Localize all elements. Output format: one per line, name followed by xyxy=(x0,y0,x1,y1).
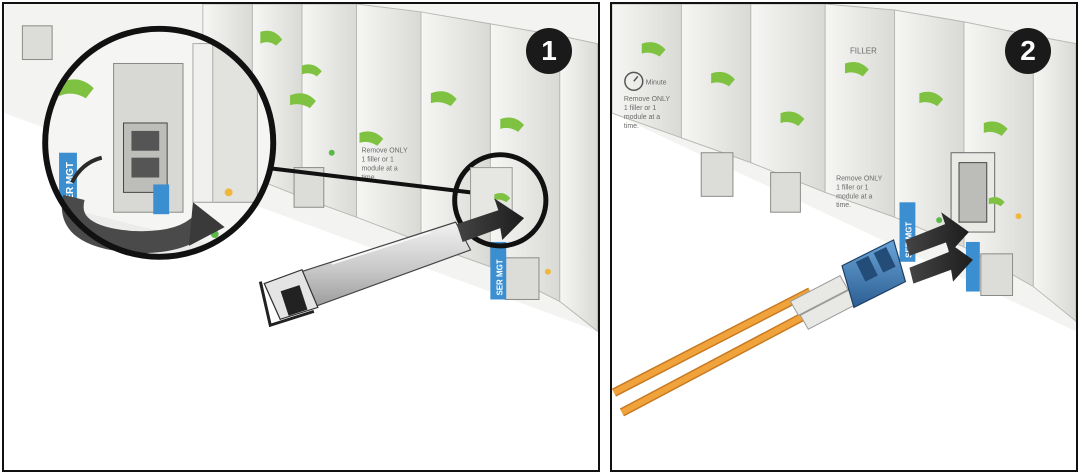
svg-text:Minute: Minute xyxy=(646,79,667,86)
step-2-illustration: Minute Remove ONLY 1 filler or 1 module … xyxy=(612,4,1076,417)
step-1-panel: Remove ONLY 1 filler or 1 module at a ti… xyxy=(2,2,600,472)
lc-fiber-connector-icon xyxy=(841,239,907,309)
step-number-badge: 1 xyxy=(526,28,572,74)
timer-icon: Minute xyxy=(624,71,667,92)
ser-mgt-label-right: SER MGT xyxy=(490,241,507,300)
step-1-illustration: Remove ONLY 1 filler or 1 module at a ti… xyxy=(4,4,598,333)
fiber-cable xyxy=(612,275,859,417)
notice-line: time. xyxy=(836,202,851,209)
notice-line: 1 filler or 1 xyxy=(361,157,394,164)
filler-label: FILLER xyxy=(850,47,877,56)
step-number-badge: 2 xyxy=(1005,28,1051,74)
notice-line: module at a xyxy=(361,166,397,173)
notice-line: time. xyxy=(624,123,639,130)
notice-line: time. xyxy=(361,174,376,181)
notice-line: Remove ONLY xyxy=(361,148,408,155)
insertion-arrow-icon xyxy=(905,212,973,284)
step-2-panel: Minute Remove ONLY 1 filler or 1 module … xyxy=(610,2,1078,472)
notice-line: module at a xyxy=(836,193,872,200)
notice-line: Remove ONLY xyxy=(836,175,883,182)
notice-line: Remove ONLY xyxy=(624,96,671,103)
notice-line: 1 filler or 1 xyxy=(836,184,869,191)
svg-text:SER MGT: SER MGT xyxy=(65,162,76,207)
installed-sfp xyxy=(950,152,1005,233)
insertion-arrow-icon xyxy=(456,198,525,242)
notice-line: module at a xyxy=(624,114,660,121)
magnified-view: SER MGT xyxy=(45,28,274,257)
notice-line: 1 filler or 1 xyxy=(624,105,657,112)
sfp-transceiver-icon xyxy=(258,221,472,328)
svg-text:SER MGT: SER MGT xyxy=(495,259,504,295)
chassis-bays: Minute Remove ONLY 1 filler or 1 module … xyxy=(612,4,1076,332)
